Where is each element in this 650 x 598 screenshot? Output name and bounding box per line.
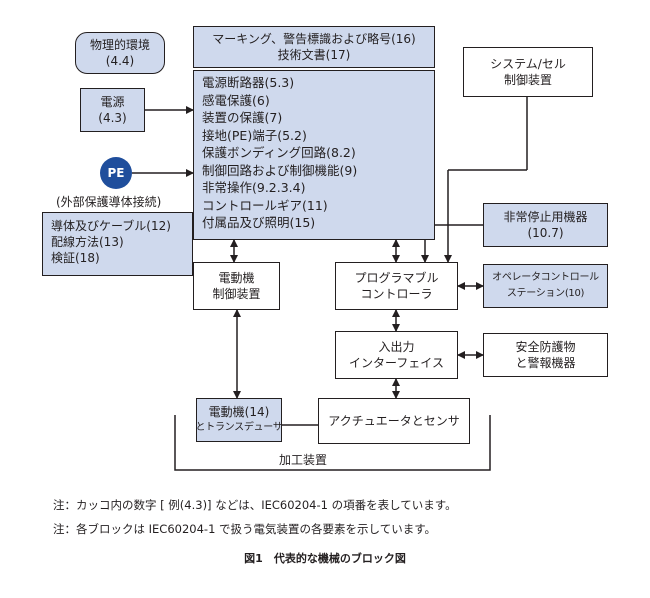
emergency-stop-title: 非常停止用機器	[503, 210, 588, 224]
note-2: 注：各ブロックは IEC60204-1 で扱う電気装置の各要素を示しています。	[53, 522, 437, 536]
actuator-sensor-block: アクチュエータとセンサ	[318, 398, 470, 444]
plc-line-1: プログラマブル	[354, 271, 439, 285]
main-item-emergency-operation: 非常操作(9.2.3.4)	[202, 180, 306, 195]
power-source-ref: (4.3)	[98, 111, 127, 125]
power-source-block: 電源 (4.3)	[80, 88, 145, 132]
safety-guard-line-2: と警報機器	[515, 356, 576, 370]
power-source-title: 電源	[100, 95, 125, 109]
main-item-pe-terminal: 接地(PE)端子(5.2)	[202, 127, 307, 143]
motor-transducer-block: 電動機(14) とトランスデューサ	[195, 398, 283, 442]
emergency-stop-ref: (10.7)	[527, 226, 564, 240]
operator-station-line-2: ステーション(10)	[506, 288, 585, 299]
programmable-controller-block: プログラマブル コントローラ	[335, 262, 458, 310]
motor-transducer-line-1: 電動機(14)	[208, 405, 270, 419]
safety-guard-block: 安全防護物 と警報機器	[483, 333, 608, 377]
io-interface-line-1: 入出力	[378, 340, 415, 354]
operator-station-block: オペレータコントロール ステーション(10)	[483, 264, 608, 308]
main-electrical-block: 電源断路器(5.3) 感電保護(6) 装置の保護(7) 接地(PE)端子(5.2…	[193, 70, 435, 240]
note-1: 注：カッコ内の数字 [ 例(4.3)] などは、IEC60204-1 の項番を表…	[53, 498, 457, 512]
motor-control-line-1: 電動機	[218, 271, 255, 285]
pe-label: (外部保護導体接続)	[56, 195, 162, 209]
marking-line-2: 技術文書(17)	[277, 48, 351, 62]
physical-environment-title: 物理的環境	[89, 38, 150, 52]
physical-environment-block: 物理的環境 (4.4)	[75, 32, 165, 74]
emergency-stop-block: 非常停止用機器 (10.7)	[483, 203, 608, 247]
wiring-item-conductors: 導体及びケーブル(12)	[51, 219, 171, 233]
system-cell-line-2: 制御装置	[503, 73, 552, 87]
motor-control-block: 電動機 制御装置	[193, 262, 280, 310]
physical-environment-ref: (4.4)	[105, 54, 135, 68]
main-item-control-circuit: 制御回路および制御機能(9)	[202, 162, 358, 178]
main-item-control-gear: コントロールギア(11)	[202, 197, 328, 213]
safety-guard-line-1: 安全防護物	[515, 340, 576, 354]
marking-line-1: マーキング、警告標識および略号(16)	[212, 32, 416, 46]
machining-equipment-label: 加工装置	[279, 453, 328, 467]
machining-outline	[174, 415, 491, 471]
plc-line-2: コントローラ	[360, 287, 433, 301]
io-interface-line-2: インターフェイス	[349, 356, 444, 370]
marking-documents-block: マーキング、警告標識および略号(16) 技術文書(17)	[193, 26, 435, 68]
main-item-shock-protection: 感電保護(6)	[202, 92, 270, 108]
motor-transducer-line-2: とトランスデューサ	[195, 422, 283, 433]
main-item-equipment-protection: 装置の保護(7)	[202, 110, 283, 125]
io-interface-block: 入出力 インターフェイス	[335, 331, 458, 379]
pe-symbol: PE	[100, 157, 132, 189]
wiring-item-methods: 配線方法(13)	[51, 235, 124, 249]
operator-station-line-1: オペレータコントロール	[492, 272, 599, 283]
main-item-bonding: 保護ボンディング回路(8.2)	[202, 145, 356, 160]
system-cell-controller-block: システム/セル 制御装置	[463, 47, 593, 97]
system-cell-line-1: システム/セル	[490, 57, 566, 71]
wiring-item-verification: 検証(18)	[51, 251, 100, 265]
main-item-disconnector: 電源断路器(5.3)	[202, 75, 295, 90]
main-item-accessories: 付属品及び照明(15)	[202, 215, 316, 230]
actuator-sensor-label: アクチュエータとセンサ	[328, 414, 460, 428]
figure-caption: 図1 代表的な機械のブロック図	[244, 552, 406, 565]
wiring-block: 導体及びケーブル(12) 配線方法(13) 検証(18)	[42, 212, 193, 276]
motor-control-line-2: 制御装置	[212, 287, 261, 301]
